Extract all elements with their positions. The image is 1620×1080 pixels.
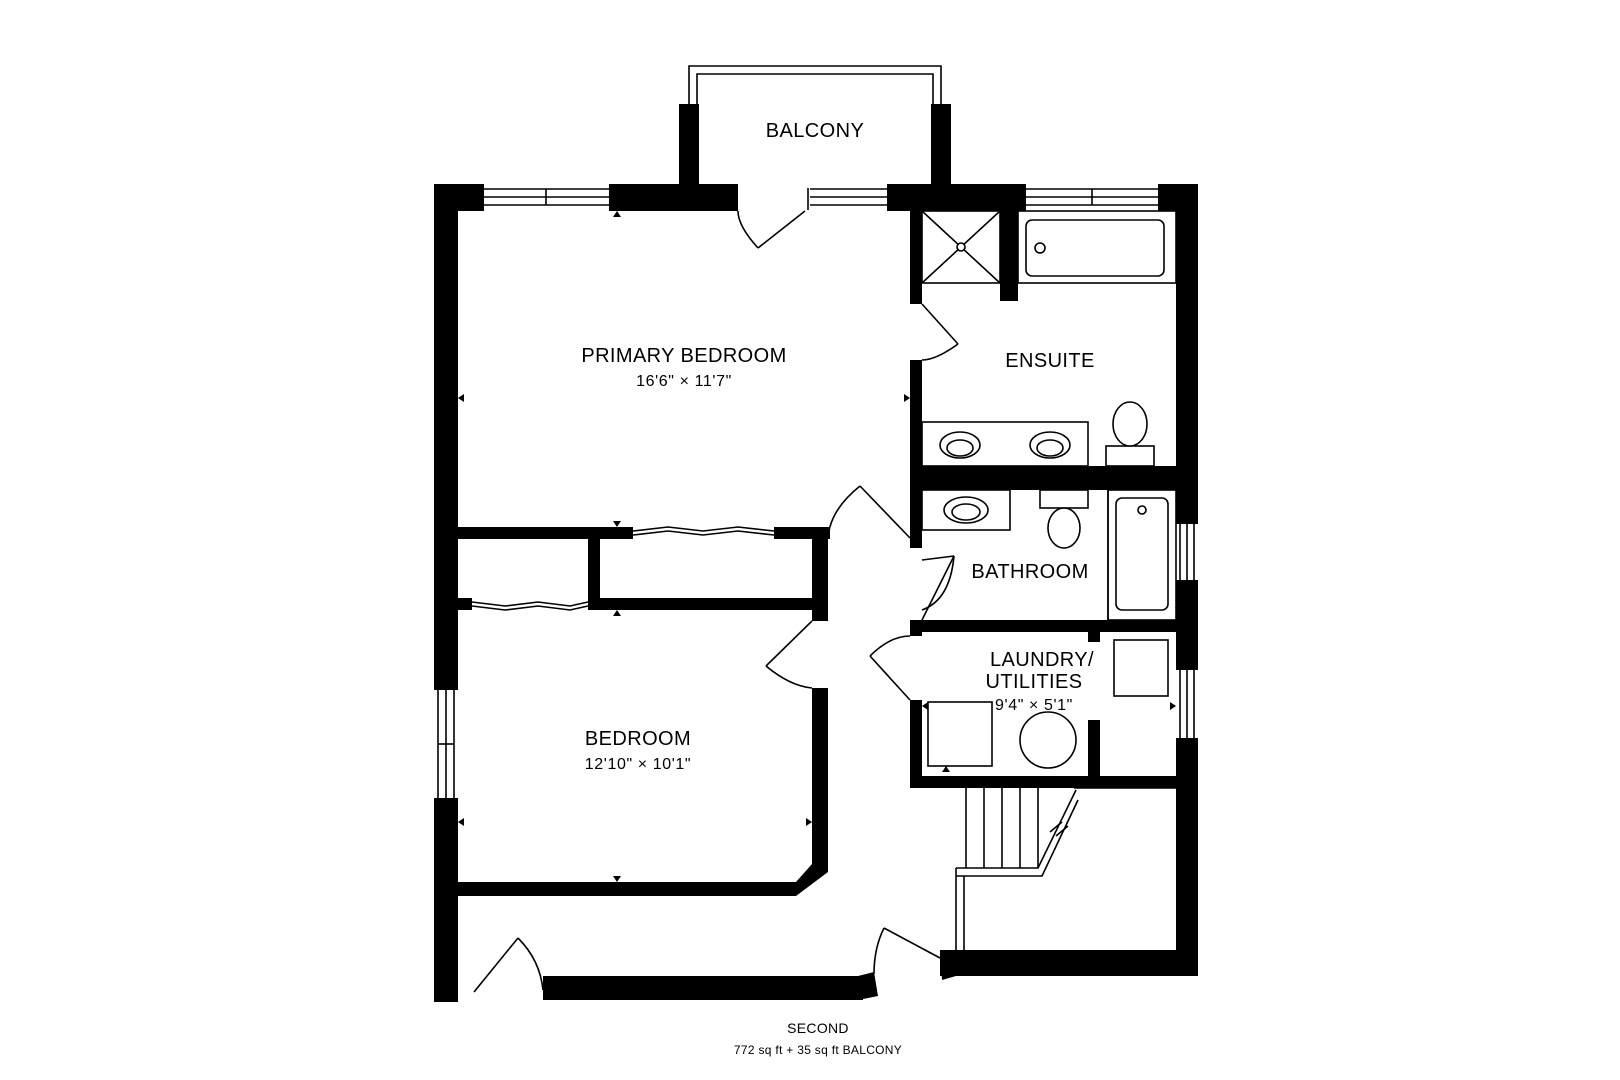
walls	[434, 104, 1198, 1002]
windows	[437, 65, 1195, 798]
floor-caption: SECOND 772 sq ft + 35 sq ft BALCONY	[734, 1020, 902, 1057]
floor-name: SECOND	[787, 1020, 849, 1036]
toilet-icon	[1039, 489, 1089, 509]
room-name-bedroom: BEDROOM	[585, 728, 691, 750]
room-name-ensuite: ENSUITE	[1005, 350, 1094, 372]
washer-icon	[1113, 639, 1169, 697]
floor-area: 772 sq ft + 35 sq ft BALCONY	[734, 1043, 902, 1057]
room-dims-bedroom: 12'10" × 10'1"	[585, 756, 691, 773]
room-labels: BALCONY PRIMARY BEDROOM 16'6" × 11'7" EN…	[581, 120, 1094, 773]
stairs-icon	[955, 788, 1079, 950]
furnace-icon	[1019, 711, 1077, 769]
room-name-primary-bedroom: PRIMARY BEDROOM	[581, 345, 786, 367]
room-dims-primary-bedroom: 16'6" × 11'7"	[636, 373, 732, 390]
toilet-icon	[1105, 445, 1155, 467]
doors	[471, 188, 959, 993]
measurement-ticks	[458, 211, 1176, 882]
fixtures	[921, 210, 1177, 950]
room-dims-laundry: 9'4" × 5'1"	[995, 697, 1073, 714]
room-name-laundry-line2: UTILITIES	[986, 671, 1083, 693]
room-name-bathroom: BATHROOM	[971, 561, 1088, 583]
room-name-balcony: BALCONY	[766, 120, 864, 142]
water-heater-icon	[927, 701, 993, 767]
room-name-laundry-line1: LAUNDRY/	[990, 649, 1094, 671]
